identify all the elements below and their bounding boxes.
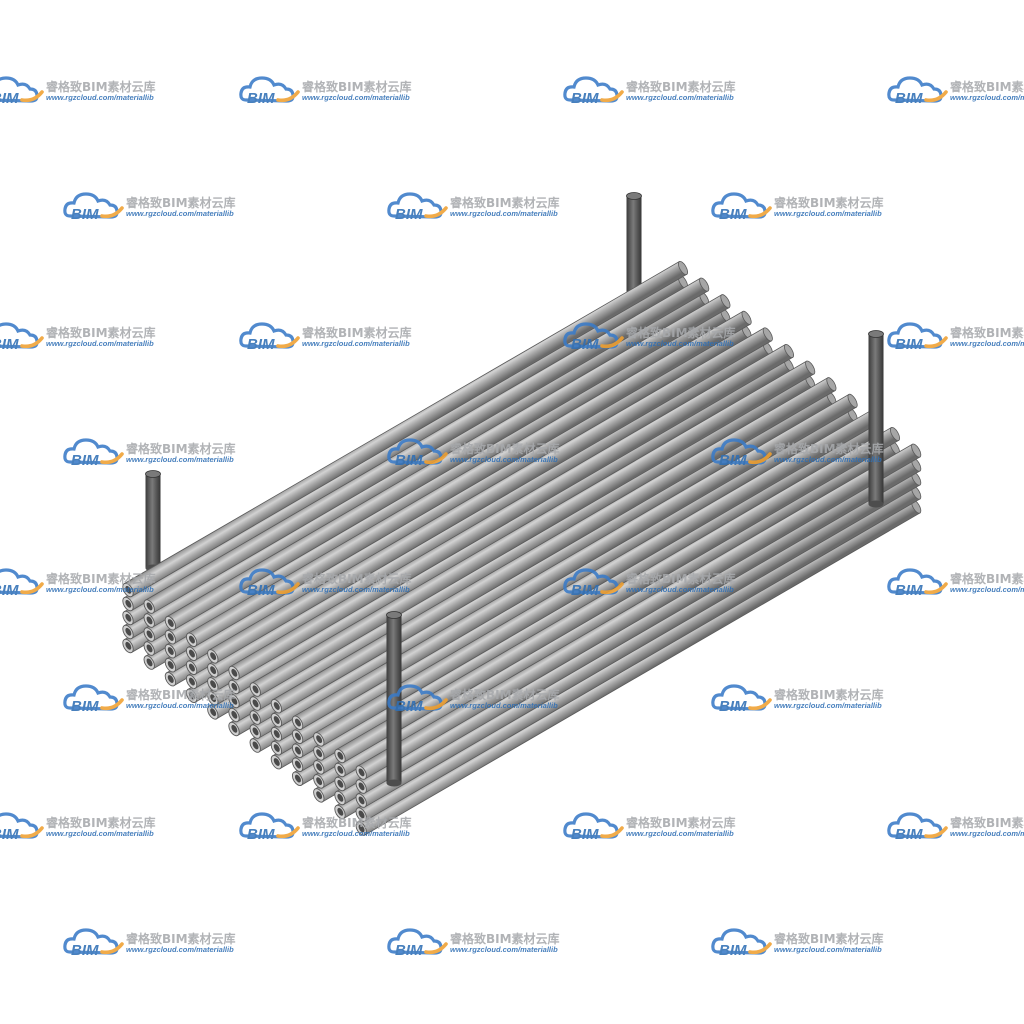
support-post xyxy=(386,611,402,787)
pipe xyxy=(228,344,795,681)
pipe-stack xyxy=(122,261,922,836)
support-post xyxy=(145,470,161,572)
pipe xyxy=(355,443,922,780)
pipe xyxy=(207,327,773,664)
pipe xyxy=(291,393,858,730)
pipe xyxy=(270,377,837,714)
pipe xyxy=(185,310,752,647)
pipe xyxy=(228,358,795,695)
pipe xyxy=(122,261,689,598)
support-post xyxy=(626,192,642,300)
support-post xyxy=(868,330,884,508)
